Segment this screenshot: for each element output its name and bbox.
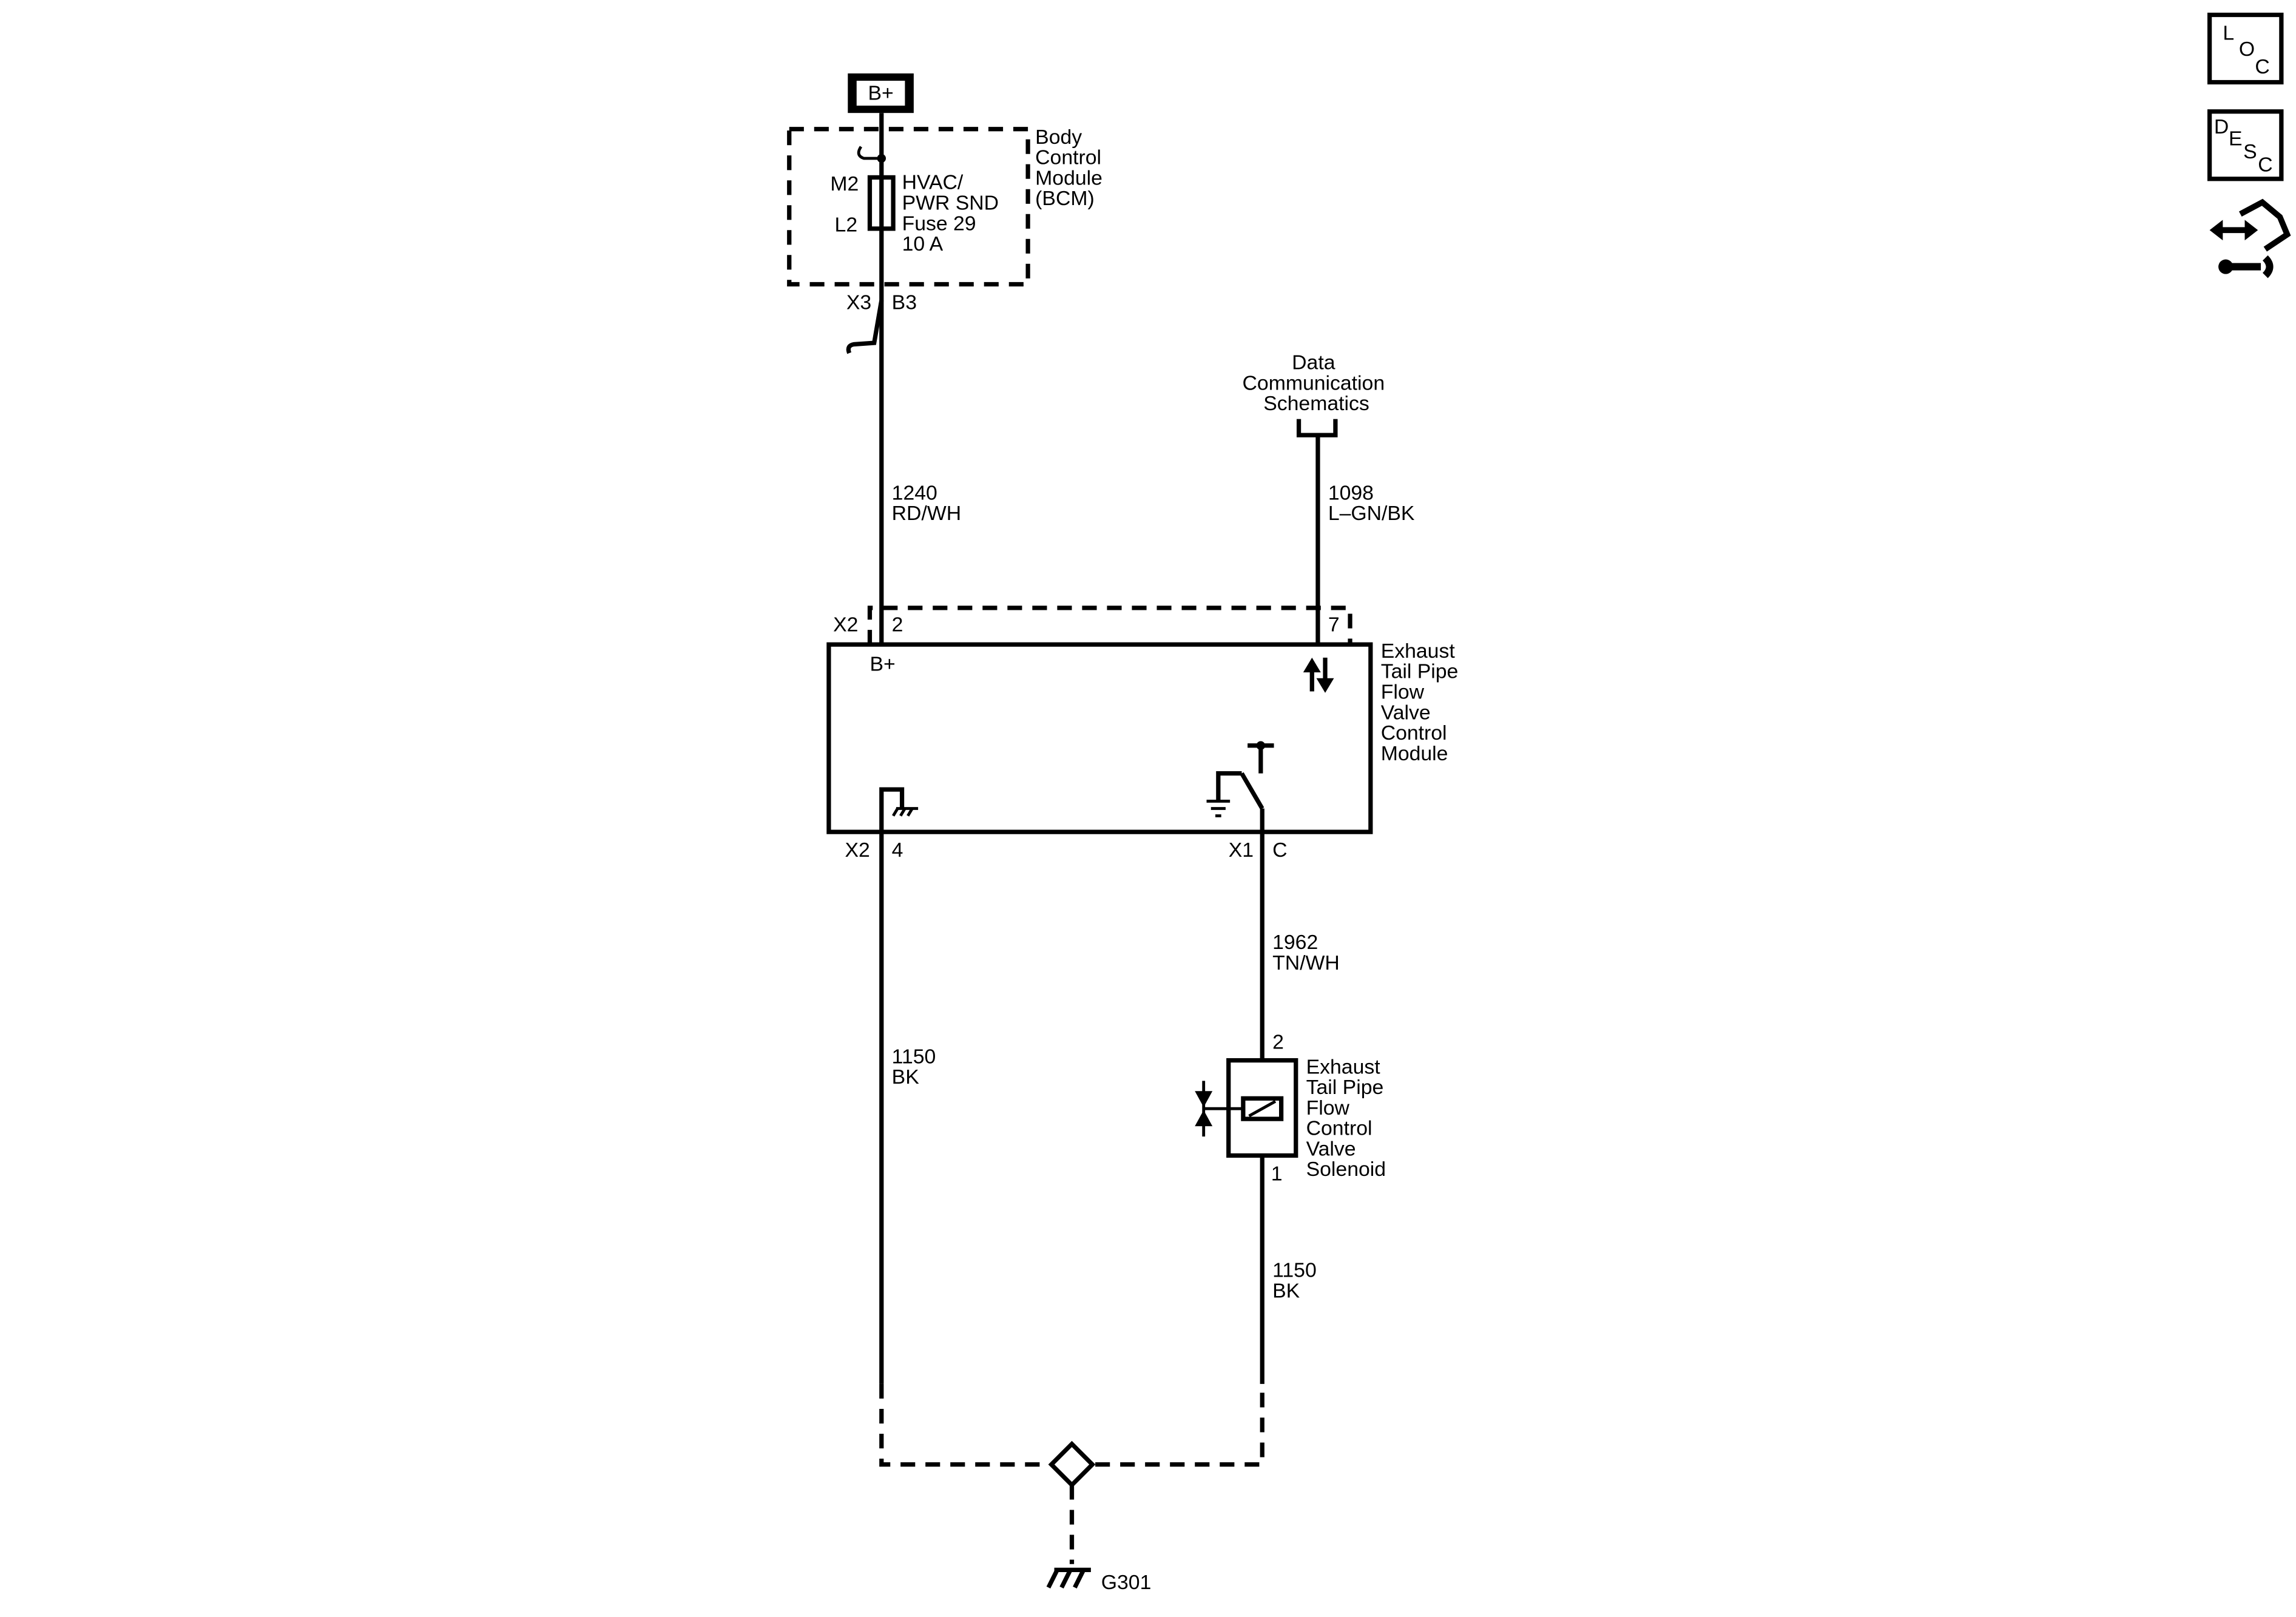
fuse-icon <box>867 175 896 231</box>
low-side-driver-switch-icon <box>1206 741 1274 832</box>
exhaust-valve-solenoid <box>1195 1058 1298 1158</box>
wire-1098-label: 1098 L–GN/BK <box>1328 481 1415 525</box>
ground-label: G301 <box>1101 1571 1152 1594</box>
data-comm-reference: Data Communication Schematics <box>1243 351 1391 416</box>
connector-break-icon <box>846 284 884 354</box>
svg-text:C: C <box>2258 154 2272 177</box>
bcm-pin-b3: B3 <box>892 291 917 314</box>
wire-1150-left-label: 1150 BK <box>892 1045 942 1089</box>
module-top-connector <box>867 606 1352 645</box>
module-internal-ground-icon <box>879 787 919 832</box>
bcm-connector-x3: X3 <box>846 291 871 314</box>
module-name: Exhaust Tail Pipe Flow Valve Control Mod… <box>1381 640 1464 765</box>
svg-text:C: C <box>2255 55 2269 78</box>
module-pin-c: C <box>1272 839 1287 862</box>
wire-1150-right-label: 1150 BK <box>1272 1259 1322 1303</box>
exhaust-control-module: B+ <box>826 642 1373 834</box>
svg-text:L: L <box>2223 22 2234 45</box>
wire-1240-label: 1240 RD/WH <box>892 481 961 525</box>
bcm-block: Body Control Module (BCM) HVAC/ PWR SND … <box>787 126 1108 287</box>
ground-splice-wiring <box>879 1383 1264 1467</box>
svg-text:S: S <box>2243 140 2257 163</box>
fuse-label: HVAC/ PWR SND Fuse 29 10 A <box>902 171 1005 255</box>
solenoid-pin-1: 1 <box>1271 1162 1283 1185</box>
module-connector-x1: X1 <box>1229 839 1254 862</box>
splice-diamond-icon <box>1048 1440 1096 1488</box>
bidirectional-data-icon <box>1303 657 1334 693</box>
connector-repair-icon[interactable] <box>2209 198 2291 279</box>
data-comm-bracket <box>1296 419 1338 437</box>
module-connector-x2-top: X2 <box>833 613 858 636</box>
fuse-pin-l2: L2 <box>835 214 858 237</box>
valve-actuator-icon <box>1195 1081 1243 1137</box>
desc-icon[interactable]: D E S C <box>2207 109 2284 181</box>
module-connector-x2-bottom: X2 <box>845 839 869 862</box>
loc-icon[interactable]: L O C <box>2207 12 2284 85</box>
solenoid-coil-icon <box>1241 1096 1284 1121</box>
bcm-name: Body Control Module (BCM) <box>1035 126 1108 210</box>
svg-text:O: O <box>2239 38 2255 61</box>
battery-power-label: B+ <box>868 81 893 104</box>
svg-text:D: D <box>2214 115 2229 138</box>
module-bplus-label: B+ <box>869 653 895 676</box>
solenoid-pin-2: 2 <box>1272 1030 1284 1053</box>
chassis-ground-icon <box>1046 1567 1091 1588</box>
solenoid-name: Exhaust Tail Pipe Flow Control Valve Sol… <box>1306 1055 1389 1181</box>
module-pin-2: 2 <box>892 613 903 636</box>
module-pin-7: 7 <box>1328 613 1340 636</box>
fuse-pin-m2: M2 <box>830 172 859 195</box>
battery-power-box: B+ <box>848 73 914 113</box>
svg-text:E: E <box>2229 127 2243 150</box>
module-pin-4: 4 <box>892 839 903 862</box>
wire-1962-label: 1962 TN/WH <box>1272 931 1340 974</box>
